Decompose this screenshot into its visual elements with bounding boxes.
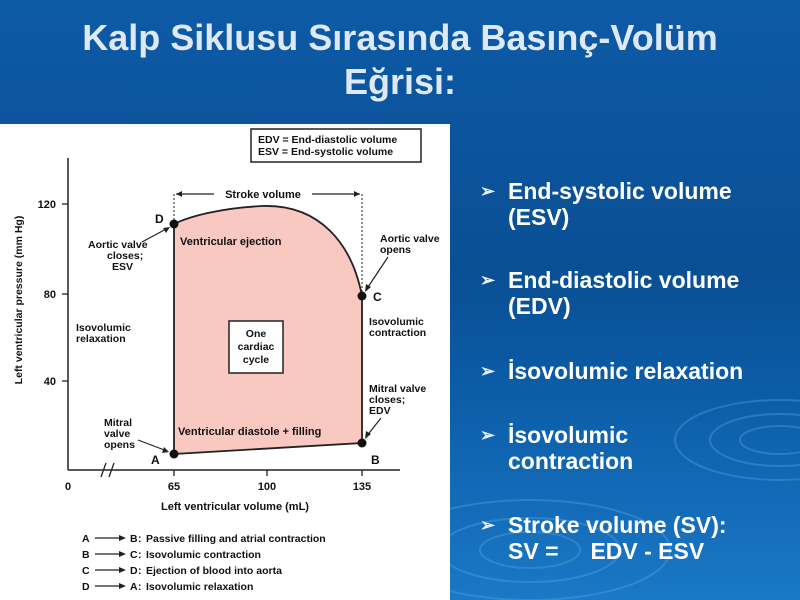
bullet-arrow-icon: ➢ (480, 515, 496, 535)
key-from-1: A (82, 533, 90, 545)
cycle-line-3: cycle (243, 354, 269, 366)
bullet-text: End-diastolic volume (508, 267, 740, 293)
xtick-65: 65 (168, 481, 180, 493)
pressure-volume-figure: EDV = End-diastolic volume ESV = End-sys… (0, 124, 450, 600)
cycle-line-2: cardiac (238, 341, 275, 353)
bullet-item-iso-relaxation: ➢ İsovolumic relaxation (478, 358, 796, 384)
point-c-label: C (373, 290, 382, 304)
filling-label: Ventricular diastole + filling (178, 426, 321, 438)
x-axis-label: Left ventricular volume (mL) (161, 501, 309, 513)
ripple-decoration (450, 399, 800, 600)
point-a-label: A (151, 453, 160, 467)
key-from-2: B (82, 549, 90, 561)
bullet-text: İsovolumic relaxation (508, 358, 744, 384)
bullet-text: (ESV) (508, 204, 570, 230)
key-to-3: D (130, 565, 138, 577)
bullet-arrow-icon: ➢ (480, 361, 496, 381)
bullet-text: End-systolic volume (508, 178, 732, 204)
aortic-opens-2: opens (380, 244, 411, 256)
mitral-closes-1: Mitral valve (369, 383, 426, 395)
bullet-item-stroke-volume: ➢ Stroke volume (SV): SV = EDV - ESV (478, 512, 796, 564)
abbreviation-box (250, 128, 422, 163)
cycle-line-1: One (246, 328, 267, 340)
bullet-arrow-icon: ➢ (480, 425, 496, 445)
bullet-arrow-icon: ➢ (480, 181, 496, 201)
abbrev-esv: ESV = End-systolic volume (258, 146, 393, 158)
aortic-opens-pointer (365, 256, 389, 291)
mitral-opens-1: Mitral (104, 417, 132, 429)
iso-relax-1: Isovolumic (76, 322, 131, 334)
bullet-item-edv: ➢ End-diastolic volume (EDV) (478, 267, 796, 319)
iso-contr-1: Isovolumic (369, 316, 424, 328)
y-axis-label: Left ventricular pressure (mm Hg) (13, 216, 25, 385)
ejection-label: Ventricular ejection (180, 236, 282, 248)
bullet-item-esv: ➢ End-systolic volume (ESV) (478, 178, 796, 230)
key-text-2: Isovolumic contraction (146, 549, 261, 561)
key-to-1: B (130, 533, 138, 545)
svg-text::: : (138, 581, 142, 593)
xtick-100: 100 (258, 481, 276, 493)
aortic-closes-3: ESV (112, 261, 133, 273)
title-line-2: Eğrisi: (343, 61, 457, 102)
svg-text::: : (138, 549, 142, 561)
abbrev-edv: EDV = End-diastolic volume (258, 134, 397, 146)
mitral-closes-3: EDV (369, 405, 391, 417)
key-text-1: Passive filling and atrial contraction (146, 533, 326, 545)
bullet-text: SV = EDV - ESV (508, 538, 705, 564)
ytick-80: 80 (44, 289, 56, 301)
bullet-arrow-icon: ➢ (480, 270, 496, 290)
pv-loop-diagram: EDV = End-diastolic volume ESV = End-sys… (13, 128, 440, 593)
cardiac-cycle-box (228, 320, 284, 374)
phase-key: A B : Passive filling and atrial contrac… (82, 533, 326, 593)
key-to-2: C (130, 549, 138, 561)
iso-contr-2: contraction (369, 327, 426, 339)
key-from-4: D (82, 581, 90, 593)
key-text-3: Ejection of blood into aorta (146, 565, 282, 577)
key-to-4: A (130, 581, 138, 593)
x-axis-break (100, 462, 115, 478)
point-b-label: B (371, 453, 380, 467)
point-a-marker (169, 449, 179, 459)
bullet-text: İsovolumic (508, 422, 629, 448)
key-from-3: C (82, 565, 90, 577)
point-d-marker (169, 219, 179, 229)
point-c-marker (357, 291, 367, 301)
svg-text::: : (138, 533, 142, 545)
ytick-120: 120 (38, 199, 56, 211)
iso-relax-2: relaxation (76, 333, 126, 345)
ytick-40: 40 (44, 376, 56, 388)
point-b-marker (357, 438, 367, 448)
mitral-closes-2: closes; (369, 394, 405, 406)
aortic-closes-pointer (141, 227, 169, 243)
mitral-opens-3: opens (104, 439, 135, 451)
aortic-closes-1: Aortic valve (88, 239, 148, 251)
bullet-text: Stroke volume (SV): (508, 512, 727, 538)
bullet-item-iso-contraction: ➢ İsovolumic contraction (478, 422, 796, 474)
bullet-text: contraction (508, 448, 634, 474)
xtick-0: 0 (65, 481, 71, 493)
bullet-text: (EDV) (508, 293, 571, 319)
xtick-135: 135 (353, 481, 371, 493)
aortic-opens-1: Aortic valve (380, 233, 440, 245)
svg-text::: : (138, 565, 142, 577)
point-d-label: D (155, 212, 164, 226)
title-line-1: Kalp Siklusu Sırasında Basınç-Volüm (82, 17, 718, 58)
slide-title: Kalp Siklusu Sırasında Basınç-Volüm Eğri… (0, 0, 800, 120)
aortic-closes-2: closes; (107, 250, 143, 262)
mitral-opens-pointer (137, 439, 168, 452)
key-text-4: Isovolumic relaxation (146, 581, 253, 593)
stroke-volume-label: Stroke volume (225, 189, 301, 201)
mitral-opens-2: valve (104, 428, 130, 440)
